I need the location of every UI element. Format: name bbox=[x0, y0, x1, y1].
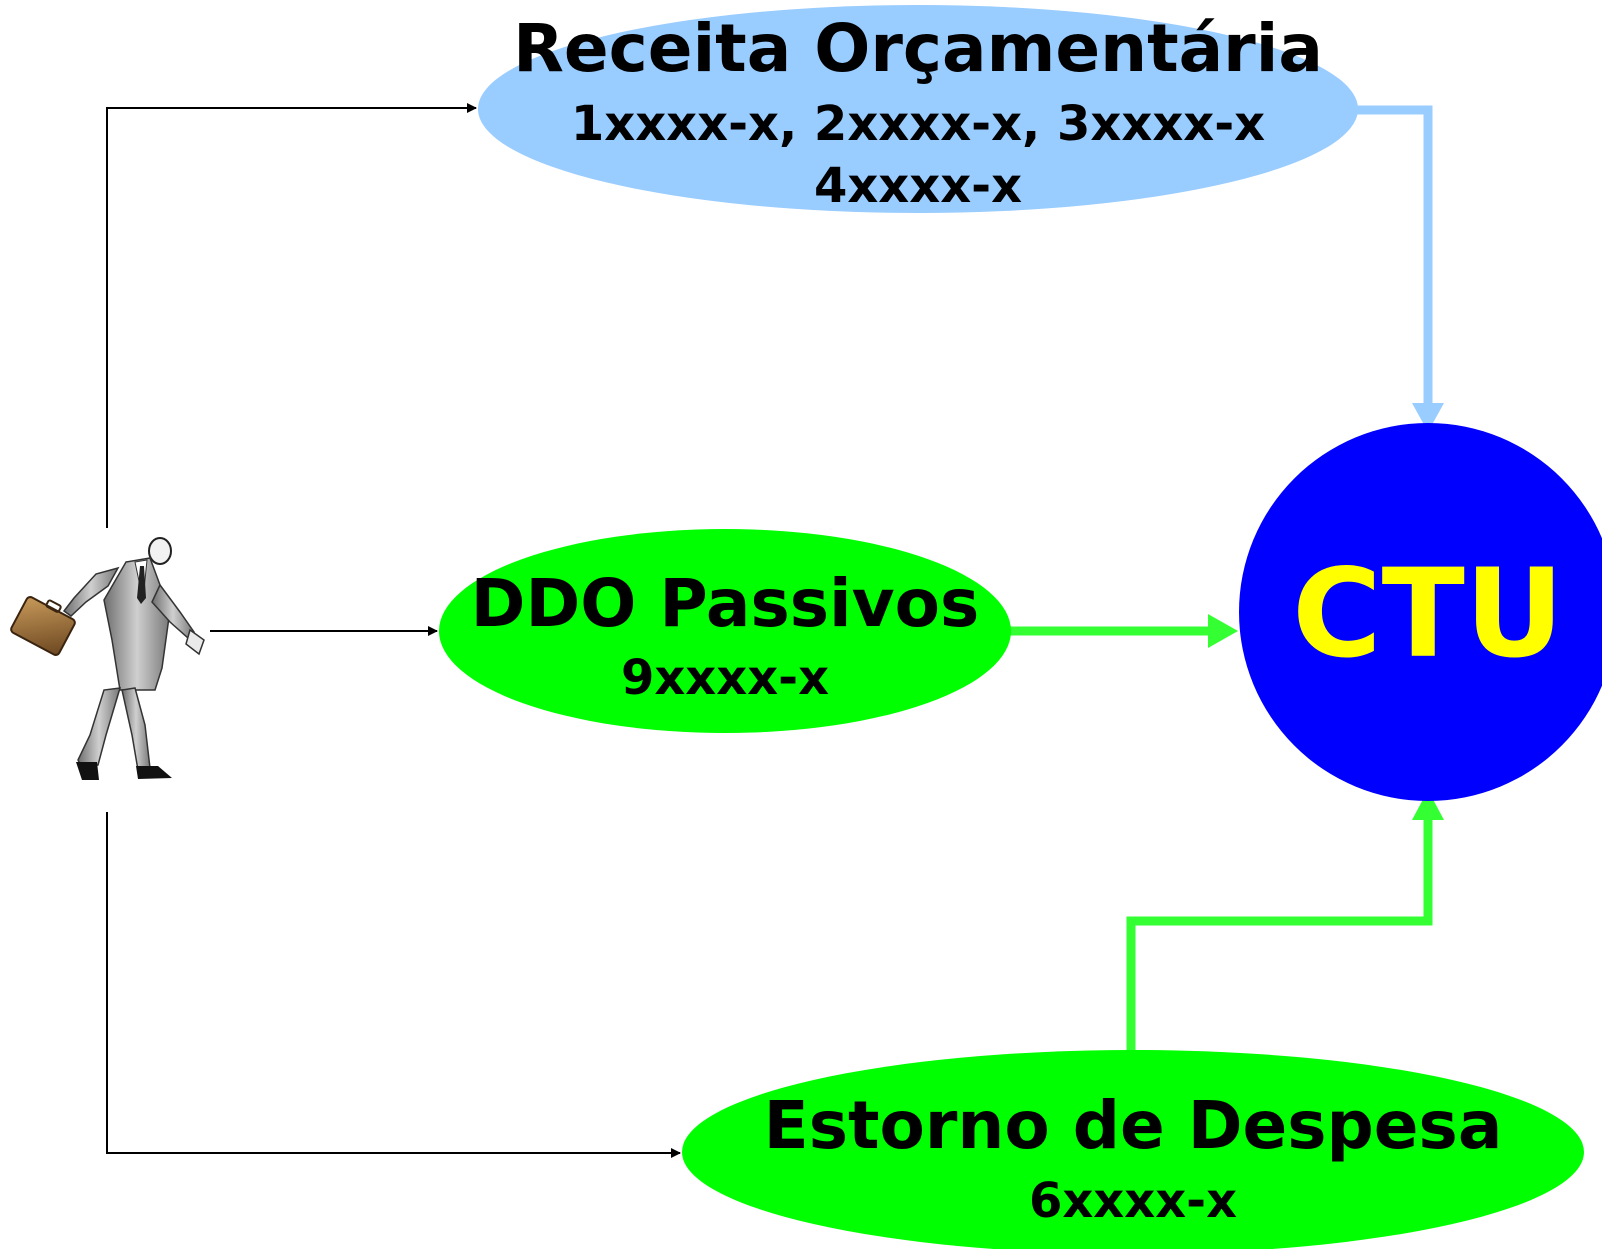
ddo-title: DDO Passivos bbox=[471, 565, 980, 642]
node-estorno-de-despesa: Estorno de Despesa 6xxxx-x bbox=[682, 1050, 1584, 1249]
connector-actor-to-estorno bbox=[106, 812, 681, 1158]
receita-codes-line2: 4xxxx-x bbox=[814, 158, 1022, 214]
ddo-code: 9xxxx-x bbox=[621, 650, 829, 706]
connector-estorno-to-ctu bbox=[1126, 818, 1433, 1052]
receita-title: Receita Orçamentária bbox=[513, 10, 1323, 87]
connector-actor-to-receita bbox=[106, 103, 477, 528]
node-ctu: CTU bbox=[1239, 423, 1602, 801]
ctu-connectors bbox=[1008, 105, 1444, 1052]
estorno-title: Estorno de Despesa bbox=[764, 1087, 1503, 1164]
arrowhead-estorno-to-ctu bbox=[1412, 790, 1444, 820]
estorno-code: 6xxxx-x bbox=[1029, 1173, 1237, 1229]
actor-connectors bbox=[106, 103, 681, 1158]
connector-receita-to-ctu bbox=[1352, 105, 1433, 405]
arrowhead-ddo-to-ctu bbox=[1208, 614, 1238, 648]
businessman-with-briefcase-icon bbox=[10, 537, 205, 780]
receita-ellipse bbox=[478, 5, 1358, 213]
node-ddo-passivos: DDO Passivos 9xxxx-x bbox=[439, 529, 1011, 733]
ctu-label: CTU bbox=[1292, 543, 1564, 685]
arrowhead-receita-to-ctu bbox=[1412, 403, 1444, 432]
receita-codes-line1: 1xxxx-x, 2xxxx-x, 3xxxx-x bbox=[571, 96, 1265, 152]
ddo-ellipse bbox=[439, 529, 1011, 733]
node-receita-orcamentaria: Receita Orçamentária 1xxxx-x, 2xxxx-x, 3… bbox=[478, 5, 1358, 214]
ctu-circle bbox=[1239, 423, 1602, 801]
estorno-ellipse bbox=[682, 1050, 1584, 1249]
